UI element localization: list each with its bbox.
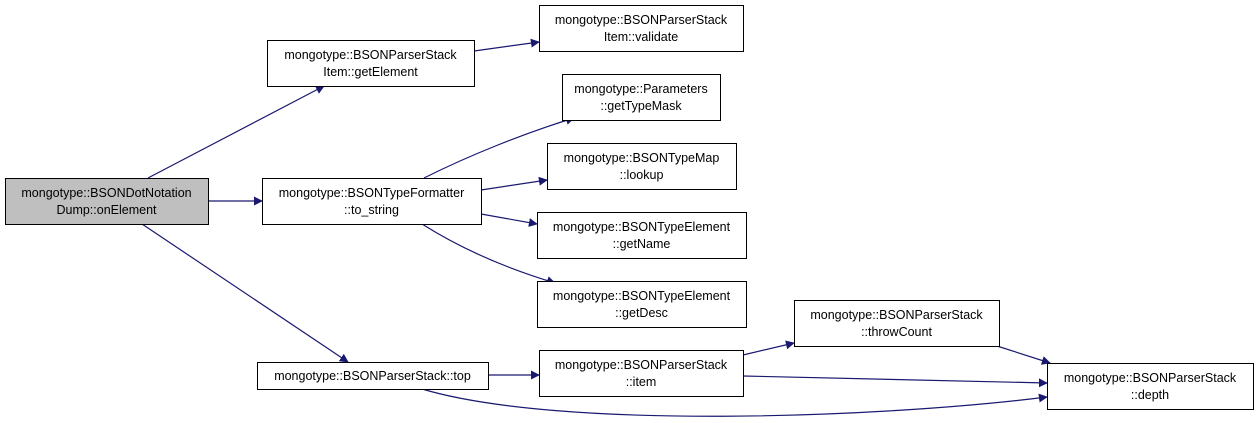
node-throwCount[interactable]: mongotype::BSONParserStack::throwCount <box>794 300 1000 347</box>
node-label-root-line-1: Dump::onElement <box>56 203 157 217</box>
node-getTypeMask[interactable]: mongotype::Parameters::getTypeMask <box>562 74 721 121</box>
edge-to_string-to-getTypeMask <box>423 116 575 179</box>
node-getElement[interactable]: mongotype::BSONParserStackItem::getEleme… <box>267 40 475 87</box>
edge-root-to-top <box>141 223 349 363</box>
edge-top-to-depth <box>421 388 1048 417</box>
edge-getElement-to-validate <box>473 38 540 52</box>
node-label-getName-line-1: ::getName <box>613 237 671 251</box>
node-root[interactable]: mongotype::BSONDotNotationDump::onElemen… <box>5 178 209 225</box>
node-box-lookup[interactable] <box>547 143 737 190</box>
node-label-depth-line-1: ::depth <box>1131 388 1169 402</box>
node-box-getElement[interactable] <box>267 40 475 87</box>
node-label-item-line-1: ::item <box>626 375 657 389</box>
node-label-depth-line-0: mongotype::BSONParserStack <box>1064 371 1237 385</box>
node-label-getDesc-line-1: ::getDesc <box>615 306 668 320</box>
edge-item-to-depth <box>742 375 1048 388</box>
node-label-to_string-line-0: mongotype::BSONTypeFormatter <box>279 186 465 200</box>
edge-to_string-to-getDesc <box>421 223 556 285</box>
node-box-validate[interactable] <box>539 5 744 52</box>
node-box-root[interactable] <box>5 178 209 225</box>
nodes: mongotype::BSONDotNotationDump::onElemen… <box>5 5 1254 410</box>
node-label-getTypeMask-line-1: ::getTypeMask <box>600 99 682 113</box>
node-lookup[interactable]: mongotype::BSONTypeMap::lookup <box>547 143 737 190</box>
node-label-lookup-line-1: ::lookup <box>620 168 664 182</box>
node-label-top-line-0: mongotype::BSONParserStack::top <box>274 369 471 383</box>
node-label-item-line-0: mongotype::BSONParserStack <box>555 358 728 372</box>
node-item[interactable]: mongotype::BSONParserStack::item <box>539 350 744 397</box>
node-box-top[interactable] <box>257 362 489 390</box>
node-to_string[interactable]: mongotype::BSONTypeFormatter::to_string <box>262 178 482 225</box>
node-label-getDesc-line-0: mongotype::BSONTypeElement <box>553 289 731 303</box>
node-box-item[interactable] <box>539 350 744 397</box>
node-label-getTypeMask-line-0: mongotype::Parameters <box>574 82 707 96</box>
node-getName[interactable]: mongotype::BSONTypeElement::getName <box>537 212 747 259</box>
node-label-throwCount-line-1: ::throwCount <box>861 325 932 339</box>
node-box-getDesc[interactable] <box>537 281 747 328</box>
node-top[interactable]: mongotype::BSONParserStack::top <box>257 362 489 390</box>
node-box-throwCount[interactable] <box>794 300 1000 347</box>
node-box-to_string[interactable] <box>262 178 482 225</box>
edge-item-to-throwCount <box>742 340 795 356</box>
node-label-to_string-line-1: ::to_string <box>344 203 399 217</box>
node-box-depth[interactable] <box>1047 363 1254 410</box>
node-depth[interactable]: mongotype::BSONParserStack::depth <box>1047 363 1254 410</box>
node-label-getElement-line-1: Item::getElement <box>323 65 418 79</box>
node-label-validate-line-1: Item::validate <box>604 30 678 44</box>
node-box-getName[interactable] <box>537 212 747 259</box>
node-label-getElement-line-0: mongotype::BSONParserStack <box>284 48 457 62</box>
edge-to_string-to-getName <box>480 213 538 228</box>
edges <box>141 38 1051 417</box>
edge-to_string-to-lookup <box>480 176 548 191</box>
node-label-getName-line-0: mongotype::BSONTypeElement <box>553 220 731 234</box>
node-label-validate-line-0: mongotype::BSONParserStack <box>555 13 728 27</box>
node-box-getTypeMask[interactable] <box>562 74 721 121</box>
edge-throwCount-to-depth <box>996 345 1051 365</box>
node-label-lookup-line-0: mongotype::BSONTypeMap <box>564 151 720 165</box>
node-label-root-line-0: mongotype::BSONDotNotation <box>21 186 191 200</box>
edge-root-to-getElement <box>147 85 325 179</box>
node-label-throwCount-line-0: mongotype::BSONParserStack <box>810 308 983 322</box>
node-getDesc[interactable]: mongotype::BSONTypeElement::getDesc <box>537 281 747 328</box>
